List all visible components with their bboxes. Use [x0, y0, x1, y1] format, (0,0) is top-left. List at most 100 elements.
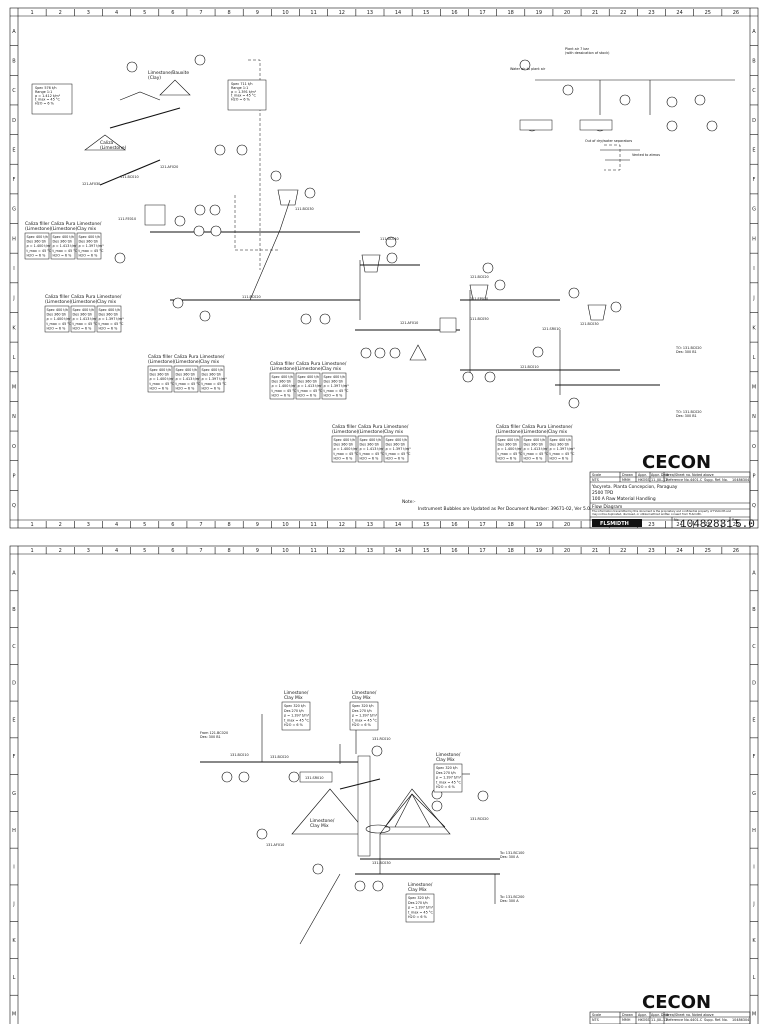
grid-marker: B [752, 607, 756, 613]
instrument-bubble [300, 313, 312, 325]
grid-marker: I [13, 266, 14, 272]
grid-marker: E [752, 147, 755, 153]
instrument-bubble [172, 297, 184, 309]
stockpile-label: Limestone/Clay Mix [310, 818, 335, 829]
drawn-label: Drawn [622, 1013, 633, 1017]
limestone-hopper [84, 134, 126, 151]
material-header: Limestone/Clay mix [200, 354, 225, 365]
grid-marker: 18 [508, 548, 514, 554]
supp-label: Supp. Ref. No. [704, 478, 728, 482]
instrument-bubble [194, 204, 206, 216]
instrument-bubble [619, 94, 631, 106]
instrument-bubble [372, 880, 384, 892]
grid-marker: F [753, 754, 756, 760]
instrument-bubble [193, 225, 205, 237]
grid-marker: 5 [143, 548, 146, 554]
material-header: Limestone/Clay mix [77, 221, 102, 232]
grid-marker: L [13, 975, 16, 981]
flsmidth-logo [592, 519, 642, 527]
material-header: Caliza Pura(Limestone) [296, 361, 323, 372]
supp-value: 10486304 [732, 478, 749, 482]
grid-marker: H [12, 828, 16, 834]
grid-marker: 21 [592, 548, 598, 554]
grid-marker: M [752, 385, 756, 391]
note-title: Note:- [402, 499, 416, 505]
grid-marker: O [752, 444, 756, 450]
instrument-bubble [210, 225, 222, 237]
area-label: Area/Sheet no. [666, 473, 691, 477]
project-name: Yacyreta. Planta Concepcion, Paraguay [591, 484, 678, 490]
scale-label: Scale [592, 473, 601, 477]
grid-marker: E [752, 717, 755, 723]
air-receiver-1 [519, 119, 553, 131]
drawn-value: MMH [622, 478, 631, 482]
material-header: Caliza Pura(Limestone) [71, 294, 98, 305]
grid-marker: J [12, 296, 14, 302]
sampler-box [439, 317, 457, 333]
revision: 5.0 [735, 519, 755, 531]
document-number: 10482831 [680, 519, 733, 531]
instrument-bubble [209, 204, 221, 216]
grid-marker: 26 [733, 522, 739, 528]
instrument-bubble [199, 310, 211, 322]
dust-filter-2 [361, 254, 381, 273]
grid-marker: 16 [451, 522, 457, 528]
equipment-tag: 111.BC030 [295, 207, 314, 211]
equipment-tag: 121.BC030 [580, 322, 599, 326]
grid-marker: 22 [620, 548, 626, 554]
fan-icon-1 [304, 187, 316, 199]
material-header: Caliza Pura(Limestone) [358, 424, 385, 435]
grid-marker: F [13, 754, 16, 760]
equipment-tag: 111.BC010 [120, 175, 139, 179]
grid-marker: 7 [199, 548, 202, 554]
grid-marker: 13 [367, 10, 373, 16]
instrument-bubble [236, 144, 248, 156]
grid-marker: 12 [339, 522, 345, 528]
grid-marker: 15 [423, 548, 429, 554]
grid-marker: I [13, 865, 14, 871]
appr-value: HKOSS [638, 478, 650, 482]
capacity: 2500 TPD [592, 490, 614, 496]
instrument-bubble [221, 771, 233, 783]
reclaimer-tower [357, 755, 371, 857]
instrument-bubble [270, 170, 282, 182]
stacker-boom [339, 778, 381, 790]
doc-no-label: No. [674, 518, 680, 522]
grid-marker: K [12, 325, 16, 331]
instrument-bubble [312, 863, 324, 875]
instrument-bubble [484, 371, 496, 383]
grid-marker: 17 [479, 522, 485, 528]
appr-value: HKOSS [638, 1018, 650, 1022]
instrument-bubble [288, 771, 300, 783]
grid-marker: 23 [648, 522, 654, 528]
ref-value: 4401-C [690, 1018, 703, 1022]
instrument-bubble [562, 84, 574, 96]
grid-marker: D [752, 681, 756, 687]
grid-marker: 2 [59, 522, 62, 528]
limestone-feed-area [84, 59, 660, 395]
grid-marker: P [12, 474, 15, 480]
stockpile-icon [409, 344, 427, 361]
drawn-value: MMH [622, 1018, 631, 1022]
disclaimer: The information transmitted by this docu… [592, 509, 731, 516]
filter-note: Out of dry/water separators [585, 139, 632, 143]
grid-marker: 2 [59, 548, 62, 554]
material-header: Caliza filler(Limestone) [25, 221, 52, 232]
grid-marker: J [12, 901, 14, 907]
grid-marker: 24 [676, 522, 682, 528]
material-header: Limestone/Clay Mix [436, 752, 461, 763]
